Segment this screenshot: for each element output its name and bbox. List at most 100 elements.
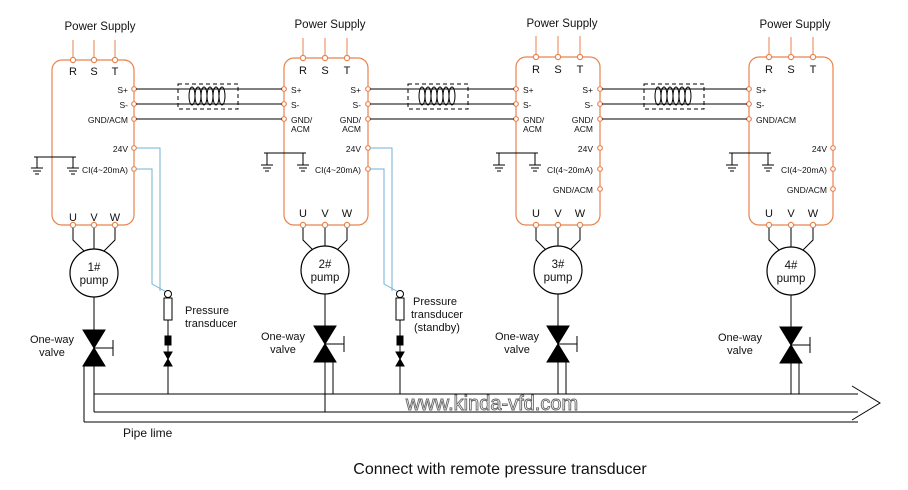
drive-3-left-gnd-1: GND/ [523, 115, 545, 125]
drive-2-right-sminus: S- [353, 100, 362, 110]
drive-3-right-sminus: S- [585, 100, 594, 110]
diagram-caption: Connect with remote pressure transducer [353, 461, 647, 478]
drive-2-right-gnd-2: ACM [342, 124, 361, 134]
valve-2-label-2: valve [270, 344, 296, 356]
drive-2-left-gnd-2: ACM [291, 124, 310, 134]
drive-4-motor-v: V [787, 208, 795, 220]
valve-1-label-2: valve [39, 347, 65, 359]
drive-3-phase-t: T [577, 64, 584, 76]
drive-1-motor-w: W [110, 212, 121, 224]
drive-4-term-24v: 24V [812, 144, 827, 154]
drive-3-power-label: Power Supply [527, 18, 598, 30]
pipe-line [83, 362, 858, 423]
drive-3-left-sminus: S- [523, 100, 532, 110]
drive-2-left-gnd-1: GND/ [291, 115, 313, 125]
drive-3-term-gnd-acm: GND/ACM [553, 185, 593, 195]
drive-1-term-gnd: GND/ACM [88, 115, 128, 125]
valve-3-label-1: One-way [495, 331, 540, 343]
drive-3-inverter-box [515, 56, 601, 226]
drive-2-left-sminus: S- [291, 100, 300, 110]
drive-4-motor-w: W [808, 208, 819, 220]
transducer-1-label-1: Pressure [185, 305, 229, 317]
drive-1-power-label: Power Supply [65, 21, 136, 33]
transducer-1-icon [163, 290, 173, 394]
drive-3-phase-r: R [532, 64, 540, 76]
drive-3-term-24v: 24V [578, 144, 593, 154]
drive-3-term-ci: CI(4~20mA) [547, 165, 593, 175]
drive-4-motor-u: U [765, 208, 773, 220]
drive-3-terminals [513, 53, 603, 229]
drive-3-motor-u: U [532, 208, 540, 220]
drive-4-phase-s: S [787, 64, 794, 76]
valve-4-label-1: One-way [718, 332, 763, 344]
valve-2-label-1: One-way [261, 331, 306, 343]
pump-2-label: pump [311, 272, 340, 284]
drive-1-motor-u: U [69, 212, 77, 224]
drive-1-phase-t: T [112, 66, 119, 78]
drive-1-phase-s: S [90, 66, 97, 78]
drive-3-right-gnd-2: ACM [574, 124, 593, 134]
pipe-label: Pipe lime [123, 426, 173, 440]
drive-3-motor-w: W [575, 208, 586, 220]
drive-2: Power Supply R S T S+ S- GND/ ACM S+ S- … [261, 19, 371, 363]
drive-2-right-splus: S+ [350, 85, 361, 95]
drive-2-term-24v: 24V [346, 144, 361, 154]
pump-2-number: 2# [319, 259, 332, 271]
arrow-right-icon [851, 385, 881, 421]
transducer-2-label-3: (standby) [414, 322, 460, 334]
drive-2-phase-r: R [299, 65, 307, 77]
drive-2-phase-t: T [344, 65, 351, 77]
drive-4-term-ci: CI(4~20mA) [781, 165, 827, 175]
twisted-pair-1-icon [188, 86, 226, 106]
valve-1-icon [82, 329, 114, 367]
drive-1-terminals [69, 56, 137, 229]
pump-4-number: 4# [785, 260, 798, 272]
transducer-2-icon [395, 290, 405, 394]
drive-2-terminals [281, 54, 371, 229]
drive-3: Power Supply R S T S+ S- GND/ ACM S+ S- … [493, 18, 603, 363]
transducer-2-label-1: Pressure [413, 296, 457, 308]
drive-2-motor-u: U [299, 208, 307, 220]
drive-1-term-24v: 24V [113, 144, 128, 154]
twisted-pair-2-icon [418, 86, 456, 106]
drive-4-ground-icon [726, 152, 774, 172]
pump-3-label: pump [544, 272, 573, 284]
valve-4-label-2: valve [727, 345, 753, 357]
drive-1-term-splus: S+ [117, 85, 128, 95]
comm-cables [136, 83, 747, 120]
drive-4-terminals [746, 53, 836, 229]
twisted-pair-3-icon [654, 86, 692, 106]
drive-3-ground-icon [493, 152, 541, 172]
drive-1-term-ci: CI(4~20mA) [82, 165, 128, 175]
drive-4-term-sminus: S- [756, 100, 765, 110]
valve-1-label-1: One-way [30, 334, 75, 346]
drive-4-term-gnd-acm: GND/ACM [787, 185, 827, 195]
drive-2-motor-v: V [321, 208, 329, 220]
drive-4-phase-r: R [765, 64, 773, 76]
drive-1: Power Supply R S T S+ S- GND/ACM 24V CI(… [30, 21, 137, 367]
drive-3-motor-v: V [554, 208, 562, 220]
transducer-2-label-2: transducer [411, 309, 463, 321]
drive-4: Power Supply R S T S+ S- GND/ACM 24V CI(… [718, 19, 836, 364]
pump-4-label: pump [777, 273, 806, 285]
drive-4-term-splus: S+ [756, 85, 767, 95]
drive-4-inverter-box [748, 56, 834, 226]
drive-1-motor-v: V [90, 212, 98, 224]
drive-1-ground-icon [31, 156, 79, 175]
drive-2-inverter-box [283, 57, 369, 226]
drive-2-power-label: Power Supply [295, 19, 366, 31]
pump-3-number: 3# [552, 259, 565, 271]
drive-1-phase-r: R [69, 66, 77, 78]
drive-2-left-splus: S+ [291, 85, 302, 95]
watermark: www.kinda-vfd.com [405, 393, 578, 415]
valve-3-label-2: valve [504, 344, 530, 356]
signal-wiring [136, 147, 403, 295]
drive-3-left-gnd-2: ACM [523, 124, 542, 134]
valve-2-icon [313, 325, 345, 363]
transducer-1-label-2: transducer [185, 318, 237, 330]
valve-4-icon [779, 326, 811, 364]
drive-4-power-label: Power Supply [760, 19, 831, 31]
drive-2-right-gnd-1: GND/ [340, 115, 362, 125]
drive-2-ground-icon [261, 152, 309, 172]
